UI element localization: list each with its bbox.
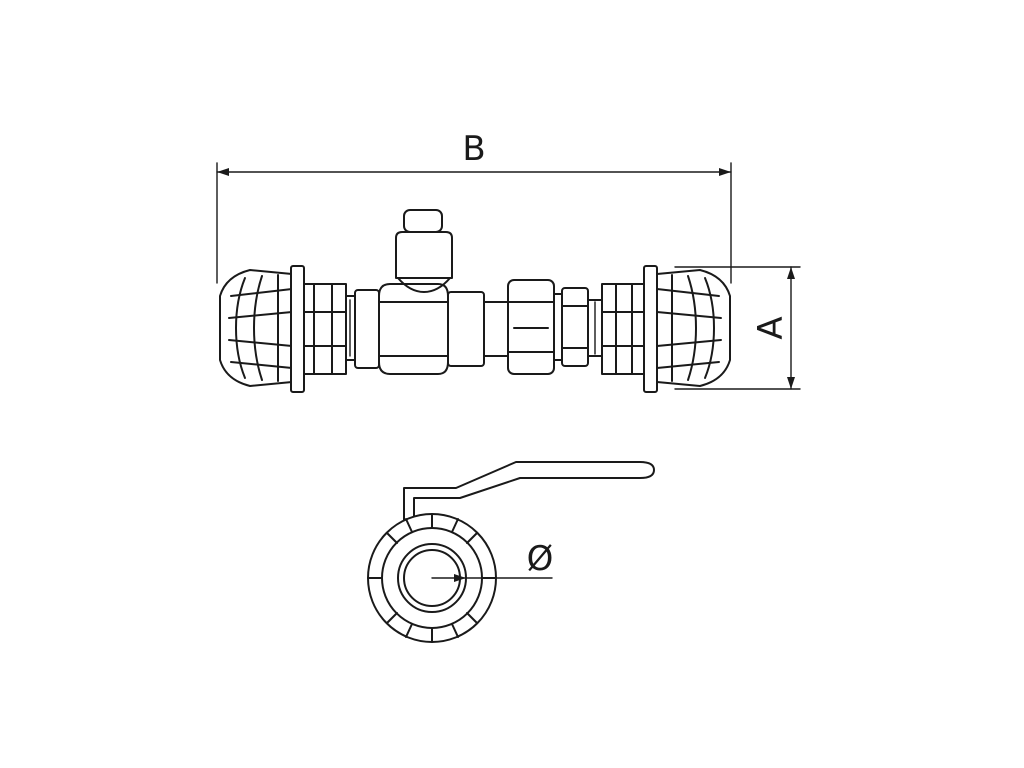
left-compression-fitting	[219, 265, 356, 393]
dimension-a-label: A	[751, 316, 791, 339]
right-compression-fitting	[601, 265, 731, 393]
dimension-a: A	[674, 266, 801, 390]
dimension-b: B	[216, 129, 732, 284]
union-nut	[507, 279, 603, 375]
valve-front-view: Ø	[367, 461, 655, 643]
dimension-b-label: B	[462, 129, 485, 169]
valve-body	[354, 283, 509, 375]
valve-side-view	[219, 209, 731, 393]
valve-stem	[395, 209, 453, 293]
lever-handle	[403, 461, 655, 521]
dimension-diameter: Ø	[431, 539, 554, 582]
dimension-diameter-label: Ø	[527, 539, 554, 579]
